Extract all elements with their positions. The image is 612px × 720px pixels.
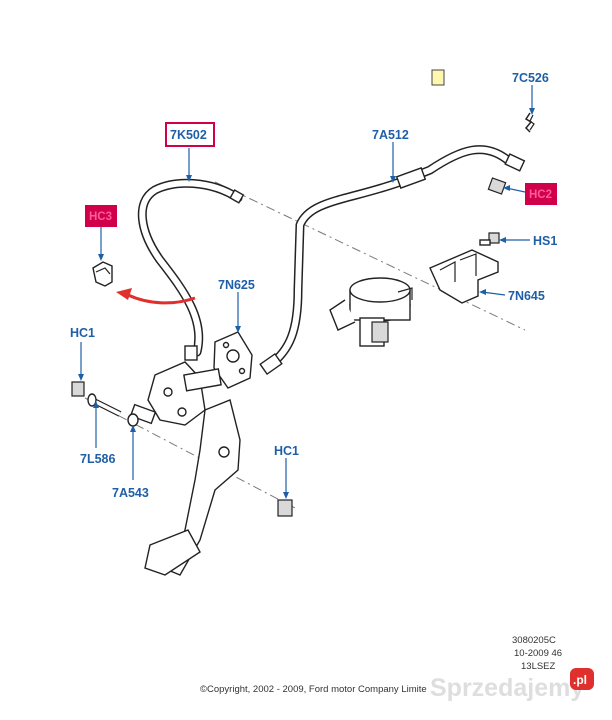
master-cylinder bbox=[129, 361, 222, 426]
bracket-7n645 bbox=[429, 249, 499, 304]
watermark-suffix: .pl bbox=[573, 673, 587, 687]
pipe-7a512 bbox=[259, 145, 526, 376]
label-hs1: HS1 bbox=[533, 234, 557, 248]
hose-7k502 bbox=[137, 178, 245, 361]
label-7k502: 7K502 bbox=[170, 128, 207, 142]
label-7a543: 7A543 bbox=[112, 486, 149, 500]
clip-hc1-left bbox=[71, 381, 85, 397]
highlight-box-7k502 bbox=[165, 122, 215, 147]
highlight-box-hc3 bbox=[85, 205, 117, 227]
label-hc1-bottom: HC1 bbox=[274, 444, 299, 458]
label-7n625: 7N625 bbox=[218, 278, 255, 292]
label-7n645: 7N645 bbox=[508, 289, 545, 303]
pin-7l586 bbox=[87, 393, 122, 417]
watermark-text: Sprzedajemy bbox=[430, 674, 584, 702]
red-arrow-icon bbox=[127, 293, 196, 305]
footer-date: 10-2009 46 bbox=[514, 648, 562, 659]
label-7c526: 7C526 bbox=[512, 71, 549, 85]
highlight-box-hc2 bbox=[525, 183, 557, 205]
label-hc3: HC3 bbox=[89, 211, 112, 223]
center-line-lower bbox=[84, 397, 296, 509]
footer-model: 13LSEZ bbox=[521, 661, 556, 672]
clip-hc2 bbox=[487, 177, 507, 195]
center-line bbox=[214, 181, 526, 331]
footer-copyright: ©Copyright, 2002 - 2009, Ford motor Comp… bbox=[200, 684, 427, 695]
slave-cylinder bbox=[329, 277, 413, 347]
clutch-pedal bbox=[144, 399, 241, 576]
bushing-7a543 bbox=[127, 413, 139, 427]
footer-ref-code: 3080205C bbox=[512, 635, 556, 646]
red-arrowhead-icon bbox=[116, 288, 132, 300]
watermark-badge bbox=[570, 668, 594, 690]
connector-7c526 bbox=[524, 112, 535, 133]
label-hc2: HC2 bbox=[529, 189, 552, 201]
bolt-hs1 bbox=[479, 232, 500, 246]
clip-hc1-bottom bbox=[277, 499, 293, 517]
note-marker-icon bbox=[431, 69, 445, 86]
clip-hc3 bbox=[92, 261, 113, 287]
label-7a512: 7A512 bbox=[372, 128, 409, 142]
label-7l586: 7L586 bbox=[80, 452, 115, 466]
label-hc1-left: HC1 bbox=[70, 326, 95, 340]
